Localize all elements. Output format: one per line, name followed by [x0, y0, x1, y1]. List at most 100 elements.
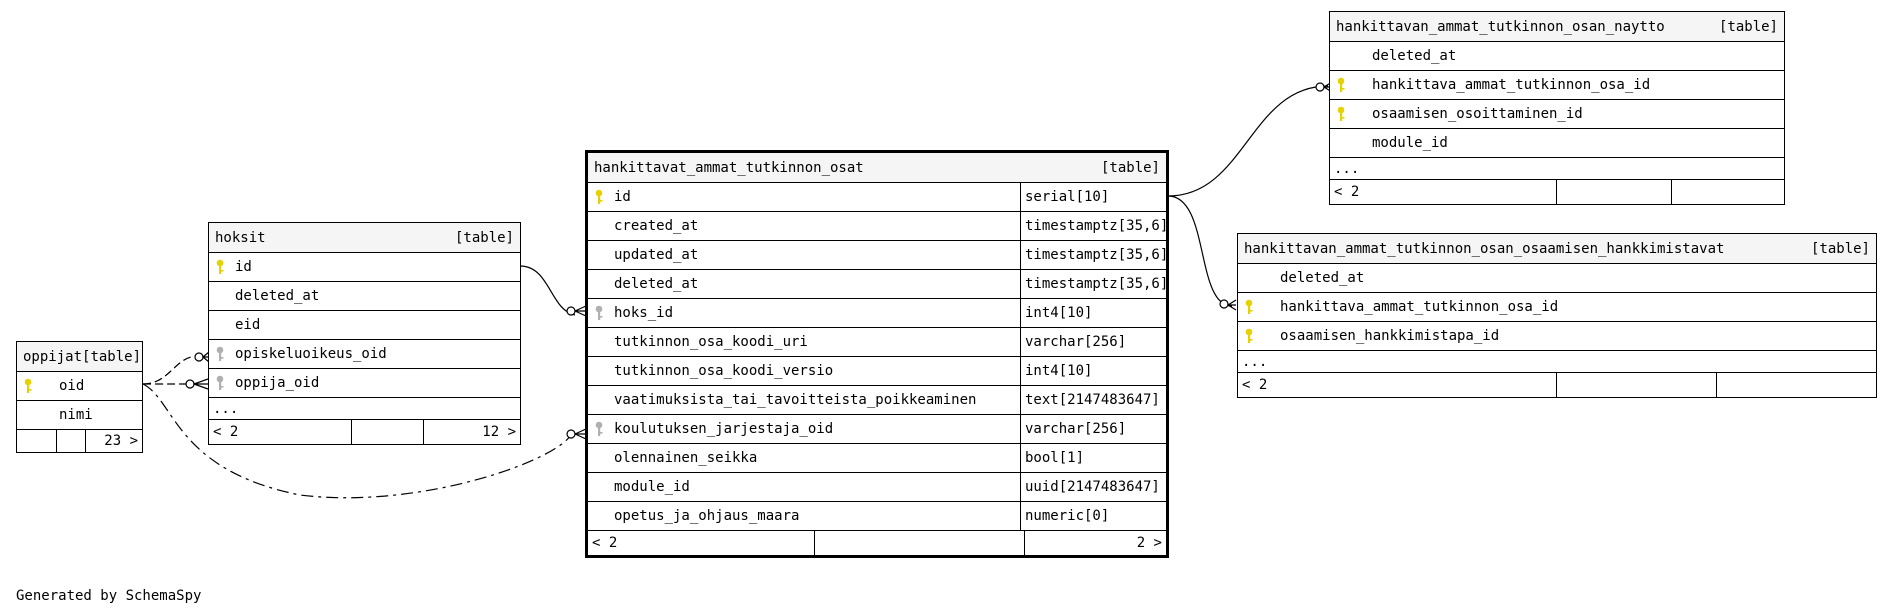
column-row[interactable]: tutkinnon_osa_koodi_uri varchar[256]: [588, 328, 1166, 357]
table-name: hankittavan_ammat_tutkinnon_osan_osaamis…: [1244, 240, 1725, 257]
column-name: osaamisen_hankkimistapa_id: [1280, 328, 1500, 344]
column-type: timestamptz[35,6]: [1020, 241, 1168, 269]
footer-prev-link[interactable]: < 2: [592, 535, 618, 551]
table-kind: [table]: [454, 229, 514, 246]
column-row[interactable]: module_id uuid[2147483647]: [588, 473, 1166, 502]
column-row[interactable]: deleted_at: [1330, 42, 1784, 71]
relation-main-naytto: [1167, 85, 1329, 197]
column-type: bool[1]: [1020, 444, 1166, 472]
optional-circle-marker: [566, 306, 576, 316]
table-hankittavan-ammat-tutkinnon-osan-naytto[interactable]: hankittavan_ammat_tutkinnon_osan_naytto …: [1329, 11, 1785, 205]
column-name: id: [235, 259, 252, 275]
column-row[interactable]: osaamisen_hankkimistapa_id: [1238, 322, 1876, 351]
column-name: koulutuksen_jarjestaja_oid: [614, 421, 834, 437]
table-hankittavat-ammat-tutkinnon-osat[interactable]: hankittavat_ammat_tutkinnon_osat [table]…: [585, 150, 1169, 558]
column-row[interactable]: updated_at timestamptz[35,6]: [588, 241, 1168, 270]
column-name: created_at: [614, 218, 699, 234]
table-footer: < 2 2 >: [588, 531, 1166, 555]
table-header: hankittavan_ammat_tutkinnon_osan_osaamis…: [1238, 234, 1876, 264]
column-name: module_id: [1372, 135, 1448, 151]
footer-cell: [1556, 373, 1716, 397]
table-hankittavan-ammat-tutkinnon-osan-osaamisen-hankkimistavat[interactable]: hankittavan_ammat_tutkinnon_osan_osaamis…: [1237, 233, 1877, 398]
footer-prev-link[interactable]: < 2: [213, 424, 239, 440]
table-name: hankittavat_ammat_tutkinnon_osat: [594, 159, 864, 176]
optional-circle-marker: [1315, 82, 1325, 92]
column-type: text[2147483647]: [1020, 386, 1166, 414]
relation-oppijat-main-koulutuksen: [142, 383, 573, 499]
table-kind: [table]: [1718, 18, 1778, 35]
column-name: tutkinnon_osa_koodi_uri: [614, 334, 808, 350]
table-footer: < 2: [1238, 373, 1876, 397]
column-row[interactable]: koulutuksen_jarjestaja_oid varchar[256]: [588, 415, 1166, 444]
primary-key-icon: [1330, 77, 1352, 93]
column-row[interactable]: created_at timestamptz[35,6]: [588, 212, 1168, 241]
column-name: hankittava_ammat_tutkinnon_osa_id: [1372, 77, 1651, 93]
footer-next-link[interactable]: 12 >: [423, 420, 520, 444]
column-row[interactable]: deleted_at: [1238, 264, 1876, 293]
footer-next-link[interactable]: 2 >: [1024, 531, 1166, 555]
footer-cell: [1716, 373, 1876, 397]
optional-circle-marker: [194, 352, 204, 362]
column-row[interactable]: opiskeluoikeus_oid: [209, 340, 520, 369]
column-type: varchar[256]: [1020, 415, 1166, 443]
more-columns: ...: [1238, 351, 1876, 373]
footer-prev-link[interactable]: < 2: [1242, 377, 1268, 393]
footer-next-link[interactable]: 23 >: [85, 430, 142, 452]
column-row[interactable]: module_id: [1330, 129, 1784, 158]
footer-cell: [56, 430, 85, 452]
column-type: varchar[256]: [1020, 328, 1166, 356]
column-type: timestamptz[35,6]: [1020, 212, 1168, 240]
footer-cell: [1671, 180, 1784, 204]
footer-prev-link[interactable]: < 2: [1334, 184, 1360, 200]
crowfoot-marker: [1227, 299, 1237, 311]
crowfoot-marker: [574, 305, 587, 317]
column-name: osaamisen_osoittaminen_id: [1372, 106, 1583, 122]
primary-key-icon: [1238, 299, 1260, 315]
column-row[interactable]: nimi: [17, 401, 142, 430]
column-name: deleted_at: [614, 276, 699, 292]
column-row[interactable]: vaatimuksista_tai_tavoitteista_poikkeami…: [588, 386, 1166, 415]
optional-circle-marker: [185, 379, 195, 389]
column-row[interactable]: hankittava_ammat_tutkinnon_osa_id: [1330, 71, 1784, 100]
table-header: oppijat [table]: [17, 342, 142, 372]
foreign-key-icon: [588, 421, 610, 437]
column-name: updated_at: [614, 247, 699, 263]
column-row[interactable]: osaamisen_osoittaminen_id: [1330, 100, 1784, 129]
column-name: opiskeluoikeus_oid: [235, 346, 387, 362]
column-row[interactable]: hankittava_ammat_tutkinnon_osa_id: [1238, 293, 1876, 322]
column-type: int4[10]: [1020, 357, 1166, 385]
crowfoot-marker: [193, 378, 209, 390]
column-row[interactable]: id: [209, 253, 520, 282]
column-type: uuid[2147483647]: [1020, 473, 1166, 501]
footer-cell: [1556, 180, 1671, 204]
column-name: opetus_ja_ohjaus_maara: [614, 508, 800, 524]
foreign-key-icon: [588, 305, 610, 321]
primary-key-icon: [1238, 328, 1260, 344]
column-row[interactable]: deleted_at: [209, 282, 520, 311]
column-row[interactable]: oid: [17, 372, 142, 401]
table-oppijat[interactable]: oppijat [table] oid nimi 23 >: [16, 341, 143, 453]
footer-cell: [814, 531, 1024, 555]
column-name: oid: [59, 378, 85, 394]
primary-key-icon: [209, 259, 231, 275]
column-name: hoks_id: [614, 305, 674, 321]
column-name: module_id: [614, 479, 690, 495]
column-name: deleted_at: [235, 288, 320, 304]
foreign-key-icon: [209, 346, 231, 362]
table-kind: [table]: [1810, 240, 1870, 257]
column-row[interactable]: eid: [209, 311, 520, 340]
table-name: hoksit: [215, 229, 266, 246]
crowfoot-marker: [574, 428, 587, 440]
relation-hoksit-main: [519, 265, 576, 316]
column-row[interactable]: oppija_oid: [209, 369, 520, 398]
column-name: deleted_at: [1372, 48, 1457, 64]
